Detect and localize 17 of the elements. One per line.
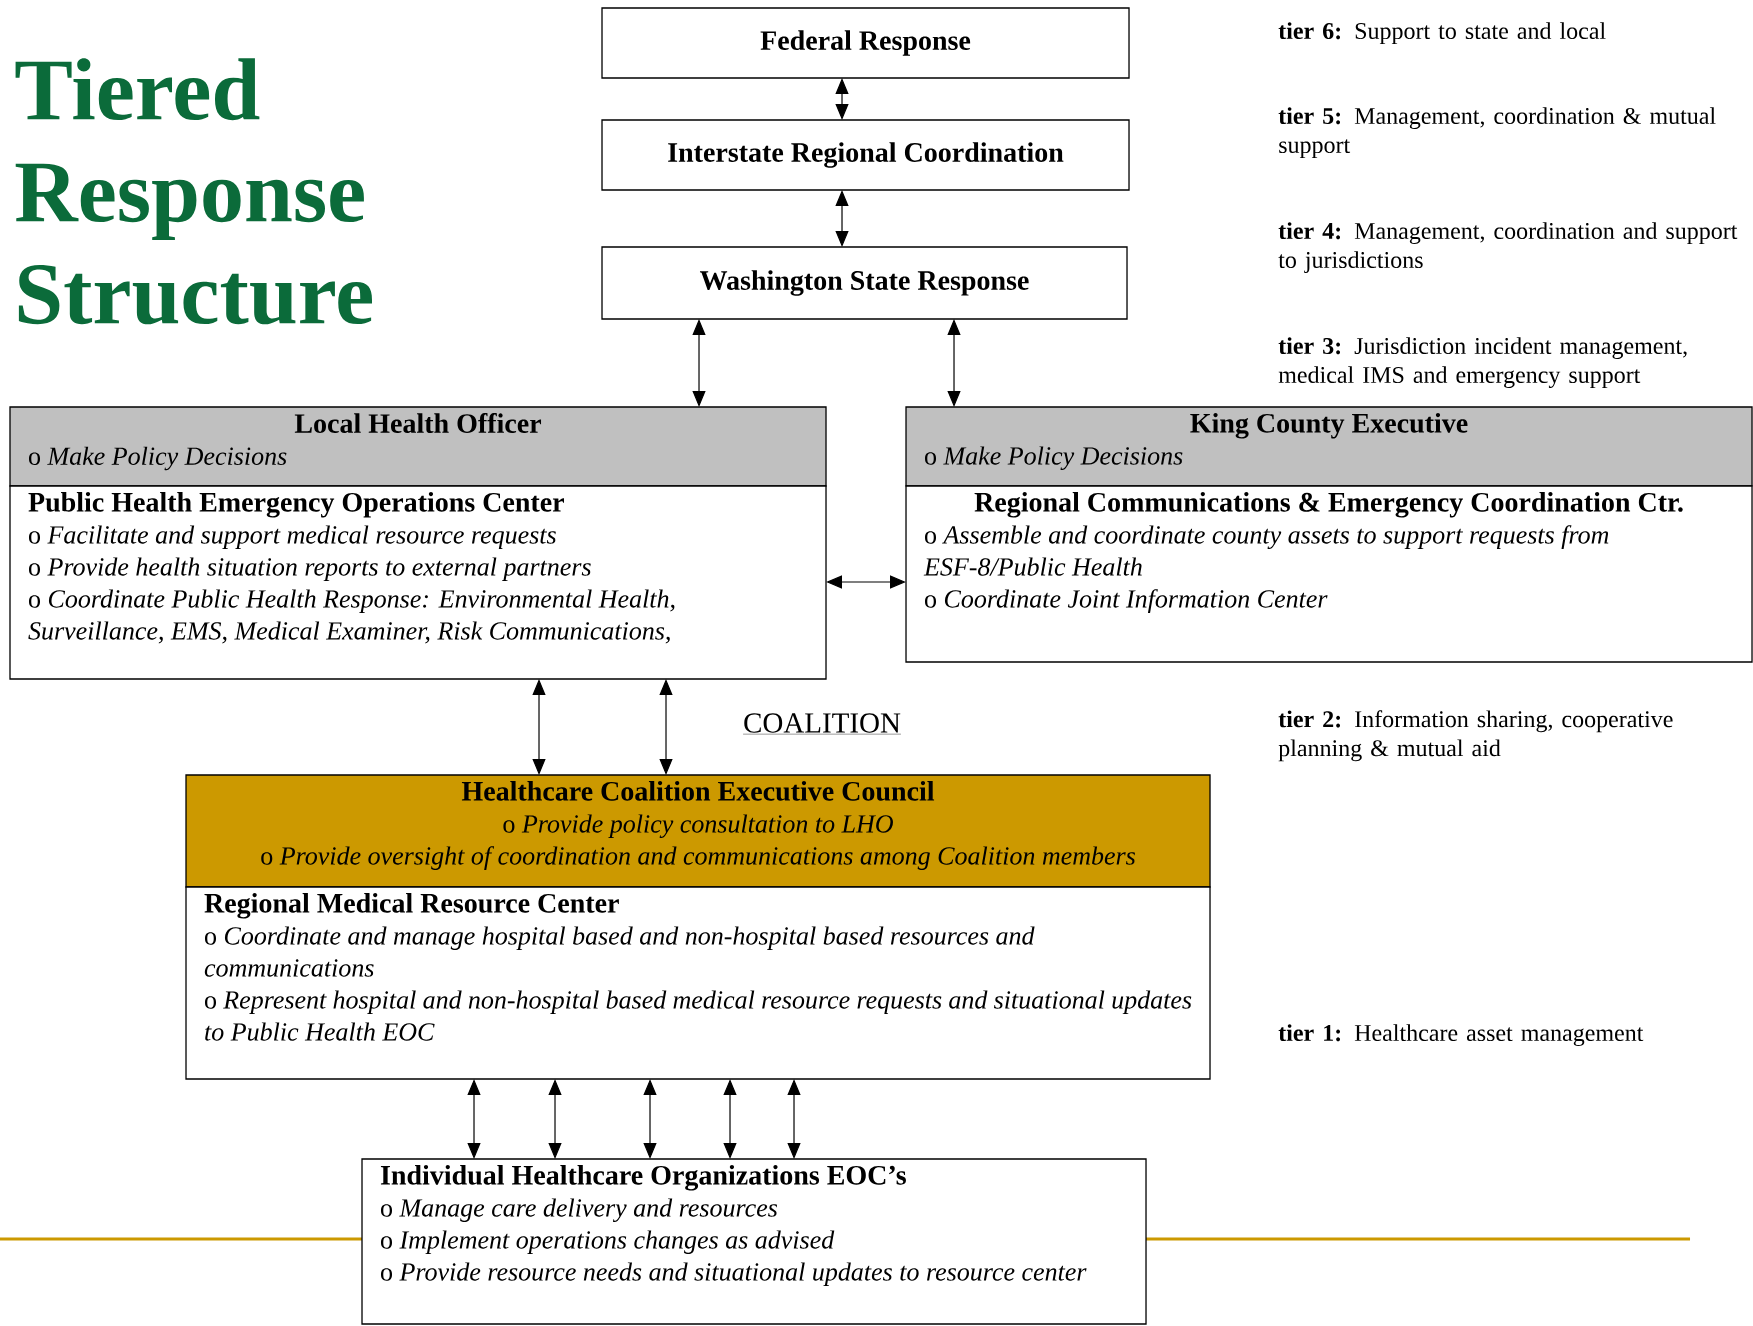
process-box: Regional Communications & Emergency Coordination Ctr. o Assemble and coordinate county assets to support requests from ESF-8/Public Health o Coordinate Joint Information Center xyxy=(905,485,1753,663)
tier-note: tier 1: Healthcare asset management xyxy=(1278,1024,1644,1047)
header-band: Local Health Officer o Make Policy Decisions xyxy=(9,406,827,487)
process-box: Public Health Emergency Operations Center o Facilitate and support medical resource requests o Provide health situation reports to external partners o Coordinate Public Health Response: Environmental Health, Surveillance, EMS, Medical Examiner, Risk Communications, xyxy=(9,485,827,680)
process-box: Individual Healthcare Organizations EOC’s o Manage care delivery and resources o Implement operations changes as advised o Provide resource needs and situational updates to resource center xyxy=(361,1158,1147,1325)
process-box: Interstate Regional Coordination xyxy=(601,119,1130,191)
header-band: King County Executive o Make Policy Decisions xyxy=(905,406,1753,487)
section-label: COALITION xyxy=(742,713,902,735)
process-box: Regional Medical Resource Center o Coordinate and manage hospital based and non-hospital based resources and communications o Represent hospital and non-hospital based medical resource requests and situational updates to Public Health EOC xyxy=(185,886,1211,1080)
tier-note: tier 6: Support to state and local xyxy=(1278,22,1606,44)
tier-note: tier 4: Management, coordination and support to jurisdictions xyxy=(1278,222,1738,273)
process-box: Federal Response xyxy=(601,7,1130,79)
tier-note: tier 2: Information sharing, cooperative planning & mutual aid xyxy=(1278,710,1673,762)
title: Tiered Response Structure xyxy=(15,58,372,325)
process-box: Washington State Response xyxy=(601,246,1128,320)
header-band: Healthcare Coalition Executive Council o Provide policy consultation to LHO o Provide oversight of coordination and communications among Coalition members xyxy=(185,774,1211,888)
tier-note: tier 5: Management, coordination & mutual support xyxy=(1278,107,1716,158)
